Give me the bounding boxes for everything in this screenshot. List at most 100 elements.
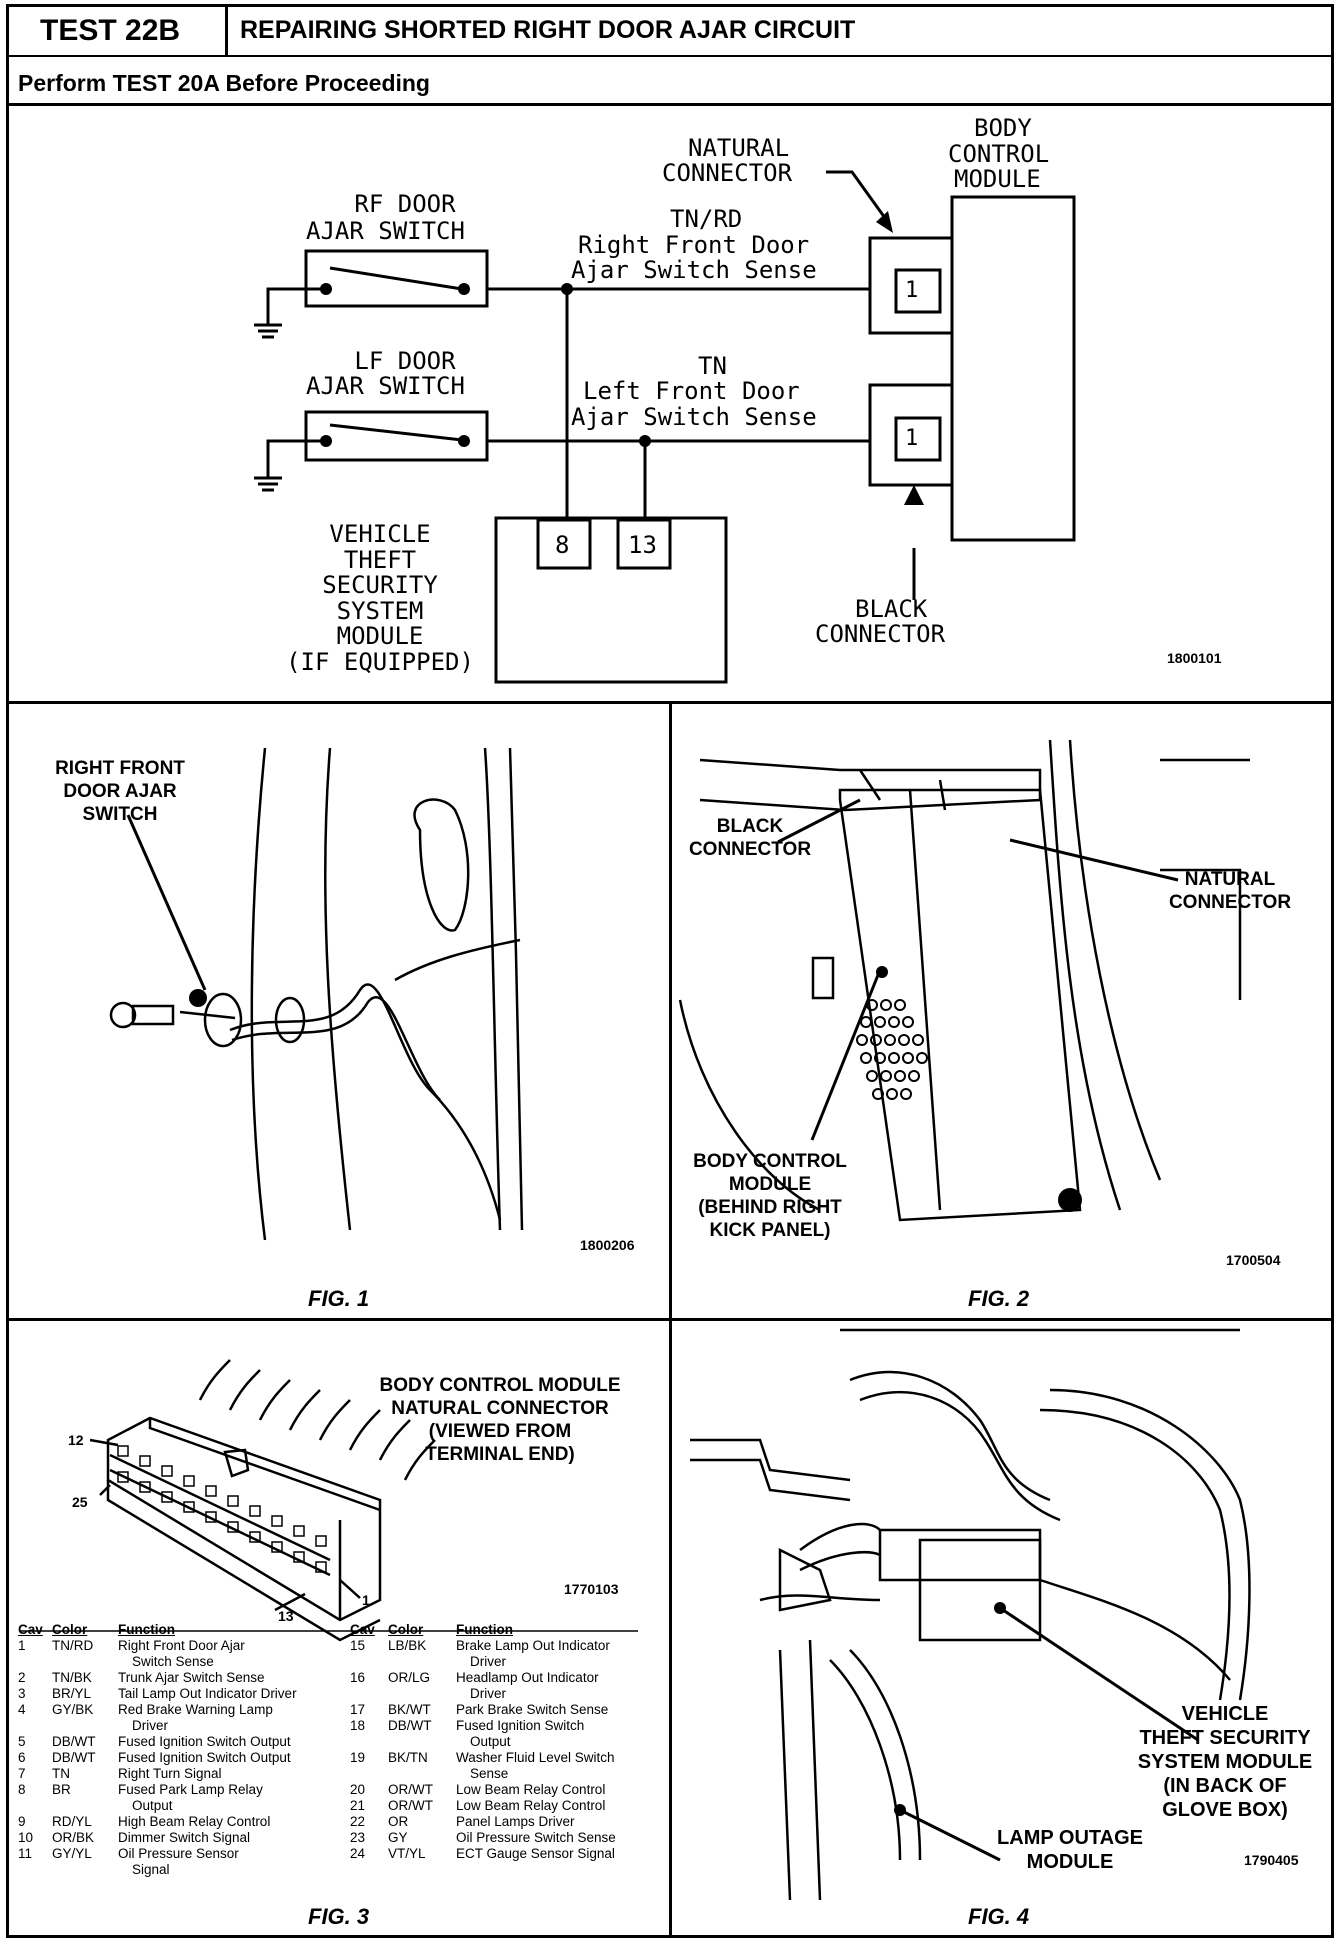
fig2-bcm-line: MODULE [728, 1174, 812, 1195]
cav-cell: 19 [350, 1750, 366, 1765]
rf-wire-function: Ajar Switch Sense [571, 256, 817, 284]
header-divider [225, 4, 228, 56]
col-color: Color [388, 1622, 424, 1637]
function-cell: Switch Sense [132, 1654, 214, 1669]
cav-cell: 21 [350, 1798, 366, 1813]
natural-connector-label-2: CONNECTOR [662, 159, 793, 187]
cav-cell: 4 [18, 1702, 26, 1717]
function-cell: Washer Fluid Level Switch [456, 1750, 615, 1765]
function-cell: Output [470, 1734, 511, 1749]
function-cell: Fused Park Lamp Relay [118, 1782, 263, 1797]
vtss-label-line: SECURITY [322, 571, 438, 599]
table-row-continuation: Signal [18, 1862, 349, 1878]
color-cell: OR/WT [388, 1782, 433, 1797]
function-cell: ECT Gauge Sensor Signal [456, 1846, 615, 1861]
fig1-ref: 1800206 [580, 1237, 635, 1253]
color-cell: GY/BK [52, 1702, 94, 1717]
fig2-bcm-line: KICK PANEL) [709, 1220, 831, 1241]
fig4-ref: 1790405 [1244, 1852, 1299, 1868]
function-cell: Fused Ignition Switch [456, 1718, 585, 1733]
fig1-label-line: DOOR AJAR [63, 781, 177, 802]
fig2-black-line: CONNECTOR [688, 839, 812, 860]
color-cell: OR/BK [52, 1830, 95, 1845]
function-cell: Fused Ignition Switch Output [118, 1750, 291, 1765]
color-cell: BR [52, 1782, 71, 1797]
table-row-continuation: Driver [350, 1686, 662, 1702]
cav-cell: 18 [350, 1718, 366, 1733]
cav-cell: 5 [18, 1734, 26, 1749]
rf-switch-label-line1: RF DOOR [354, 190, 456, 218]
table-row: 18 DB/WT Fused Ignition Switch [350, 1718, 662, 1734]
color-cell: TN/RD [52, 1638, 94, 1653]
color-cell: OR/LG [388, 1670, 431, 1685]
bcm-label-1: BODY [974, 114, 1032, 142]
table-row-continuation: Driver [18, 1718, 349, 1734]
fig2-illustration [678, 739, 1250, 1222]
header-rule [6, 55, 1334, 57]
color-cell: DB/WT [52, 1734, 96, 1749]
function-cell: Panel Lamps Driver [456, 1814, 575, 1829]
col-function: Function [456, 1622, 513, 1637]
color-cell: DB/WT [388, 1718, 432, 1733]
color-cell: OR/WT [388, 1798, 433, 1813]
fig4-vtss-line: (IN BACK OF [1163, 1775, 1287, 1797]
col-color: Color [52, 1622, 88, 1637]
vtss-box [494, 516, 728, 684]
vtss-pin-8: 8 [555, 531, 570, 559]
natural-connector-label-1: NATURAL [688, 134, 790, 162]
fig4-vtss-label: VEHICLE THEFT SECURITY SYSTEM MODULE (IN… [1125, 1702, 1325, 1822]
function-cell: Park Brake Switch Sense [456, 1702, 609, 1717]
fig1-switch-label: RIGHT FRONT DOOR AJAR SWITCH [40, 757, 200, 826]
vtss-label-line: THEFT [343, 545, 417, 574]
black-connector-label-2: CONNECTOR [815, 620, 946, 648]
cav-cell: 22 [350, 1814, 366, 1829]
fig4-vtss-line: GLOVE BOX) [1162, 1799, 1288, 1821]
fig3-pin-13: 13 [278, 1608, 294, 1624]
fig2-natural-connector-label: NATURAL CONNECTOR [1160, 868, 1300, 914]
test-id: TEST 22B [40, 14, 181, 47]
cav-cell: 11 [18, 1846, 33, 1861]
bcm-box [950, 195, 1076, 542]
function-cell: Signal [132, 1862, 170, 1877]
table-row-continuation: Switch Sense [18, 1654, 349, 1670]
color-cell: RD/YL [52, 1814, 92, 1829]
vtss-label-line: SYSTEM [336, 596, 424, 625]
function-cell: Tail Lamp Out Indicator Driver [118, 1686, 297, 1701]
cav-cell: 17 [350, 1702, 366, 1717]
function-cell: Sense [470, 1766, 509, 1781]
function-cell: Right Turn Signal [118, 1766, 222, 1781]
function-cell: Oil Pressure Switch Sense [456, 1830, 616, 1845]
schematic-ref: 1800101 [1167, 650, 1222, 666]
fig4-lamp-line: MODULE [1026, 1851, 1114, 1873]
function-cell: Output [132, 1798, 173, 1813]
fig34-divider [669, 1318, 672, 1938]
color-cell: BR/YL [52, 1686, 92, 1701]
table-row-continuation: Sense [350, 1766, 662, 1782]
cav-cell: 2 [18, 1670, 26, 1685]
cav-cell: 6 [18, 1750, 26, 1765]
fig12-divider [669, 701, 672, 1320]
cav-cell: 24 [350, 1846, 366, 1861]
prereq-rule [6, 103, 1334, 106]
prerequisite-note: Perform TEST 20A Before Proceeding [18, 70, 430, 96]
page-title: REPAIRING SHORTED RIGHT DOOR AJAR CIRCUI… [240, 16, 856, 44]
lf-switch-box [304, 410, 489, 462]
fig4-vtss-line: THEFT SECURITY [1139, 1727, 1311, 1749]
fig1-label-line: SWITCH [82, 804, 158, 825]
lf-wire-color: TN [698, 352, 727, 380]
vtss-label-line: VEHICLE [329, 520, 431, 548]
function-cell: High Beam Relay Control [118, 1814, 271, 1829]
function-cell: Fused Ignition Switch Output [118, 1734, 291, 1749]
fig3-title: BODY CONTROL MODULE NATURAL CONNECTOR (V… [370, 1374, 630, 1466]
